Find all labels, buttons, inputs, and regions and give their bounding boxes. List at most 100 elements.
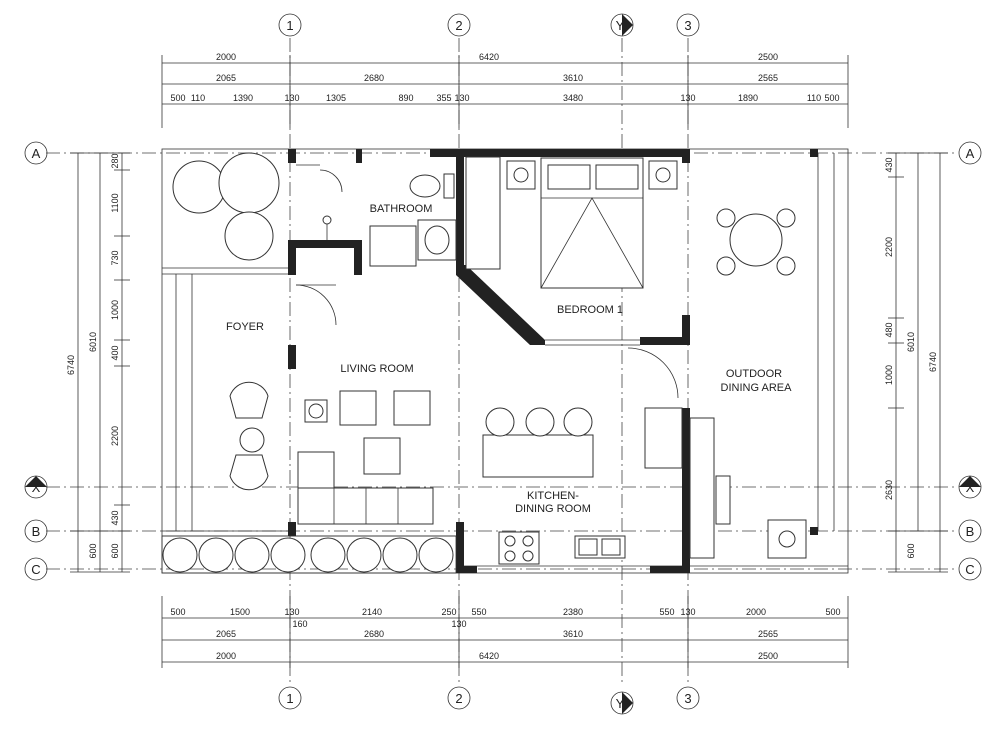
svg-text:355: 355 bbox=[436, 93, 451, 103]
svg-text:A: A bbox=[966, 146, 975, 161]
grid-bubble-y-bottom: Y bbox=[610, 691, 634, 715]
svg-text:2140: 2140 bbox=[362, 607, 382, 617]
room-labels: BATHROOM BEDROOM 1 FOYER LIVING ROOM OUT… bbox=[226, 203, 792, 515]
svg-text:130: 130 bbox=[680, 607, 695, 617]
svg-text:1: 1 bbox=[286, 18, 293, 33]
svg-text:A: A bbox=[32, 146, 41, 161]
svg-text:2200: 2200 bbox=[110, 426, 120, 446]
svg-text:600: 600 bbox=[906, 543, 916, 558]
grid-lines bbox=[46, 38, 958, 686]
svg-text:6010: 6010 bbox=[906, 332, 916, 352]
bathroom-fixtures bbox=[296, 164, 457, 267]
grid-bubble-1-top: 1 bbox=[278, 13, 302, 37]
top-dimensions: 2000 6420 2500 2065 2680 3610 2565 500 1… bbox=[161, 52, 849, 128]
grid-bubble-x-left: X bbox=[24, 475, 48, 499]
svg-text:430: 430 bbox=[110, 510, 120, 525]
svg-text:500: 500 bbox=[824, 93, 839, 103]
svg-text:C: C bbox=[31, 562, 40, 577]
svg-text:2000: 2000 bbox=[216, 52, 236, 62]
svg-text:2065: 2065 bbox=[216, 73, 236, 83]
grid-bubble-a-right: A bbox=[958, 141, 982, 165]
svg-text:3480: 3480 bbox=[563, 93, 583, 103]
svg-text:130: 130 bbox=[680, 93, 695, 103]
svg-text:1000: 1000 bbox=[110, 300, 120, 320]
room-label-kitchen-2: DINING ROOM bbox=[515, 503, 591, 515]
bottom-planter-strip bbox=[161, 535, 457, 574]
svg-text:3610: 3610 bbox=[563, 73, 583, 83]
svg-text:1500: 1500 bbox=[230, 607, 250, 617]
svg-text:1305: 1305 bbox=[326, 93, 346, 103]
grid-bubble-b-right: B bbox=[958, 519, 982, 543]
room-label-bathroom: BATHROOM bbox=[370, 203, 433, 215]
svg-text:110: 110 bbox=[807, 93, 821, 103]
svg-text:2200: 2200 bbox=[884, 237, 894, 257]
room-label-bedroom: BEDROOM 1 bbox=[557, 304, 623, 316]
svg-text:250: 250 bbox=[441, 607, 456, 617]
room-label-foyer: FOYER bbox=[226, 321, 264, 333]
svg-text:430: 430 bbox=[884, 157, 894, 172]
grid-bubble-b-left: B bbox=[24, 519, 48, 543]
outdoor-furniture bbox=[689, 208, 807, 559]
svg-text:2500: 2500 bbox=[758, 52, 778, 62]
svg-text:2565: 2565 bbox=[758, 629, 778, 639]
svg-text:Y: Y bbox=[616, 18, 625, 33]
bottom-dimensions: 500 1500 130 2140 250 550 2380 550 130 2… bbox=[161, 596, 849, 668]
svg-text:2380: 2380 bbox=[563, 607, 583, 617]
svg-text:1890: 1890 bbox=[738, 93, 758, 103]
svg-text:1390: 1390 bbox=[233, 93, 253, 103]
svg-text:730: 730 bbox=[110, 250, 120, 265]
svg-text:130: 130 bbox=[451, 619, 466, 629]
grid-bubble-y-top: Y bbox=[610, 13, 634, 37]
svg-text:2565: 2565 bbox=[758, 73, 778, 83]
svg-text:400: 400 bbox=[110, 345, 120, 360]
svg-text:3610: 3610 bbox=[563, 629, 583, 639]
svg-text:3: 3 bbox=[684, 691, 691, 706]
svg-text:2500: 2500 bbox=[758, 651, 778, 661]
bedroom-furniture bbox=[465, 156, 678, 346]
svg-text:3: 3 bbox=[684, 18, 691, 33]
svg-text:6420: 6420 bbox=[479, 651, 499, 661]
outer-boundary bbox=[161, 148, 849, 574]
grid-bubble-x-right: X bbox=[958, 475, 982, 499]
svg-text:600: 600 bbox=[110, 543, 120, 558]
foyer-furniture bbox=[229, 284, 337, 491]
grid-bubble-2-bottom: 2 bbox=[447, 686, 471, 710]
svg-text:2680: 2680 bbox=[364, 629, 384, 639]
svg-text:110: 110 bbox=[191, 93, 205, 103]
svg-text:1000: 1000 bbox=[884, 365, 894, 385]
svg-text:1: 1 bbox=[286, 691, 293, 706]
grid-bubble-2-top: 2 bbox=[447, 13, 471, 37]
svg-text:280: 280 bbox=[110, 153, 120, 168]
room-label-outdoor-2: DINING AREA bbox=[721, 382, 793, 394]
svg-text:500: 500 bbox=[170, 93, 185, 103]
svg-text:2: 2 bbox=[455, 691, 462, 706]
svg-text:500: 500 bbox=[825, 607, 840, 617]
kitchen-furniture bbox=[482, 347, 683, 565]
svg-text:6420: 6420 bbox=[479, 52, 499, 62]
svg-text:X: X bbox=[966, 480, 975, 495]
room-label-living: LIVING ROOM bbox=[340, 363, 413, 375]
right-dimensions: 430 2200 480 1000 2630 6010 6740 600 bbox=[884, 152, 948, 573]
svg-text:Y: Y bbox=[616, 696, 625, 711]
svg-text:X: X bbox=[32, 480, 41, 495]
svg-text:6740: 6740 bbox=[66, 355, 76, 375]
svg-text:2: 2 bbox=[455, 18, 462, 33]
svg-text:130: 130 bbox=[284, 93, 299, 103]
svg-text:2630: 2630 bbox=[884, 480, 894, 500]
svg-text:480: 480 bbox=[884, 322, 894, 337]
planter-group bbox=[172, 152, 280, 261]
svg-text:2065: 2065 bbox=[216, 629, 236, 639]
room-label-kitchen-1: KITCHEN- bbox=[527, 490, 579, 502]
svg-text:1100: 1100 bbox=[110, 193, 120, 212]
svg-text:130: 130 bbox=[454, 93, 469, 103]
svg-text:550: 550 bbox=[471, 607, 486, 617]
grid-bubble-a-left: A bbox=[24, 141, 48, 165]
grid-bubble-1-bottom: 1 bbox=[278, 686, 302, 710]
svg-text:C: C bbox=[965, 562, 974, 577]
svg-text:130: 130 bbox=[284, 607, 299, 617]
svg-text:6740: 6740 bbox=[928, 352, 938, 372]
svg-text:2000: 2000 bbox=[746, 607, 766, 617]
svg-text:B: B bbox=[32, 524, 41, 539]
room-label-outdoor-1: OUTDOOR bbox=[726, 368, 782, 380]
